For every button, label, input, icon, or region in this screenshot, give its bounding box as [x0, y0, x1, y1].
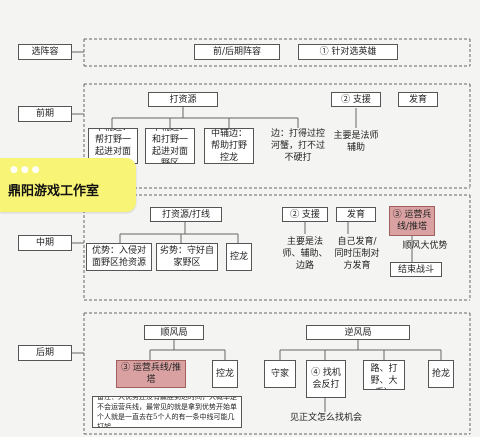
early-farm-item: 中辅边：和打野一起进对面野区	[145, 128, 195, 164]
mid-end-game: 结束战斗	[390, 262, 442, 277]
mid-farm-item: 控龙	[226, 243, 252, 271]
early-farm-node: 打资源	[148, 92, 218, 107]
phase-label-early: 前期	[18, 106, 72, 122]
early-support-node: ② 支援	[331, 92, 381, 107]
phase-label-draft: 选阵容	[18, 44, 72, 60]
mid-farm-fight-node: 打资源/打线	[150, 207, 222, 222]
mid-farm-item: 优势：入侵对面野区抢资源	[86, 243, 152, 271]
mid-support-node: ② 支援	[282, 207, 328, 222]
watermark-dots: ●●●	[10, 165, 43, 175]
mid-lane-push-node: ③ 运营兵线/推塔	[389, 206, 435, 236]
late-behind-item: 守家	[264, 360, 296, 388]
mid-big-lead-label: 顺风大优势	[402, 241, 448, 251]
late-lane-push-node: ③ 运营兵线/推塔	[116, 360, 186, 388]
late-remark-note: 备注：大优势还没有赢胜到达时间，大概率是不会运营兵线，最常见的就是拿到优势开始单…	[92, 396, 242, 428]
mid-grow-node: 发育	[336, 207, 376, 222]
late-behind-item: 抢龙	[428, 360, 454, 388]
mid-grow-detail: 自己发育/同时压制对方发育	[334, 237, 380, 271]
late-find-chance-note: 见正文怎么找机会	[289, 413, 362, 423]
early-grow-node: 发育	[398, 92, 438, 107]
late-behind-item: 带线（边路、打野、大乔）	[363, 360, 405, 390]
watermark-text: 鼎阳游戏工作室	[8, 184, 100, 199]
phase-label-late: 后期	[18, 345, 72, 361]
draft-counter-pick: ① 针对选英雄	[298, 44, 398, 60]
studio-watermark: ●●● 鼎阳游戏工作室	[0, 158, 136, 212]
early-support-detail: 主要是法师辅助	[333, 131, 379, 153]
late-ahead-item: 控龙	[212, 360, 238, 388]
late-behind-item: ④ 找机会反打	[306, 360, 346, 398]
draft-pick-order: 前/后期阵容	[194, 44, 280, 60]
mid-farm-item: 劣势：守好自家野区	[156, 243, 218, 271]
phase-label-mid: 中期	[18, 235, 72, 251]
late-behind-node: 逆风局	[306, 325, 410, 340]
late-ahead-node: 顺风局	[144, 325, 204, 340]
early-farm-item: 边：打得过控河蟹，打不过不硬打	[270, 129, 325, 163]
mid-support-detail: 主要是法师、辅助、边路	[282, 237, 328, 271]
early-farm-item: 中辅边：帮助打野控龙	[204, 128, 254, 164]
